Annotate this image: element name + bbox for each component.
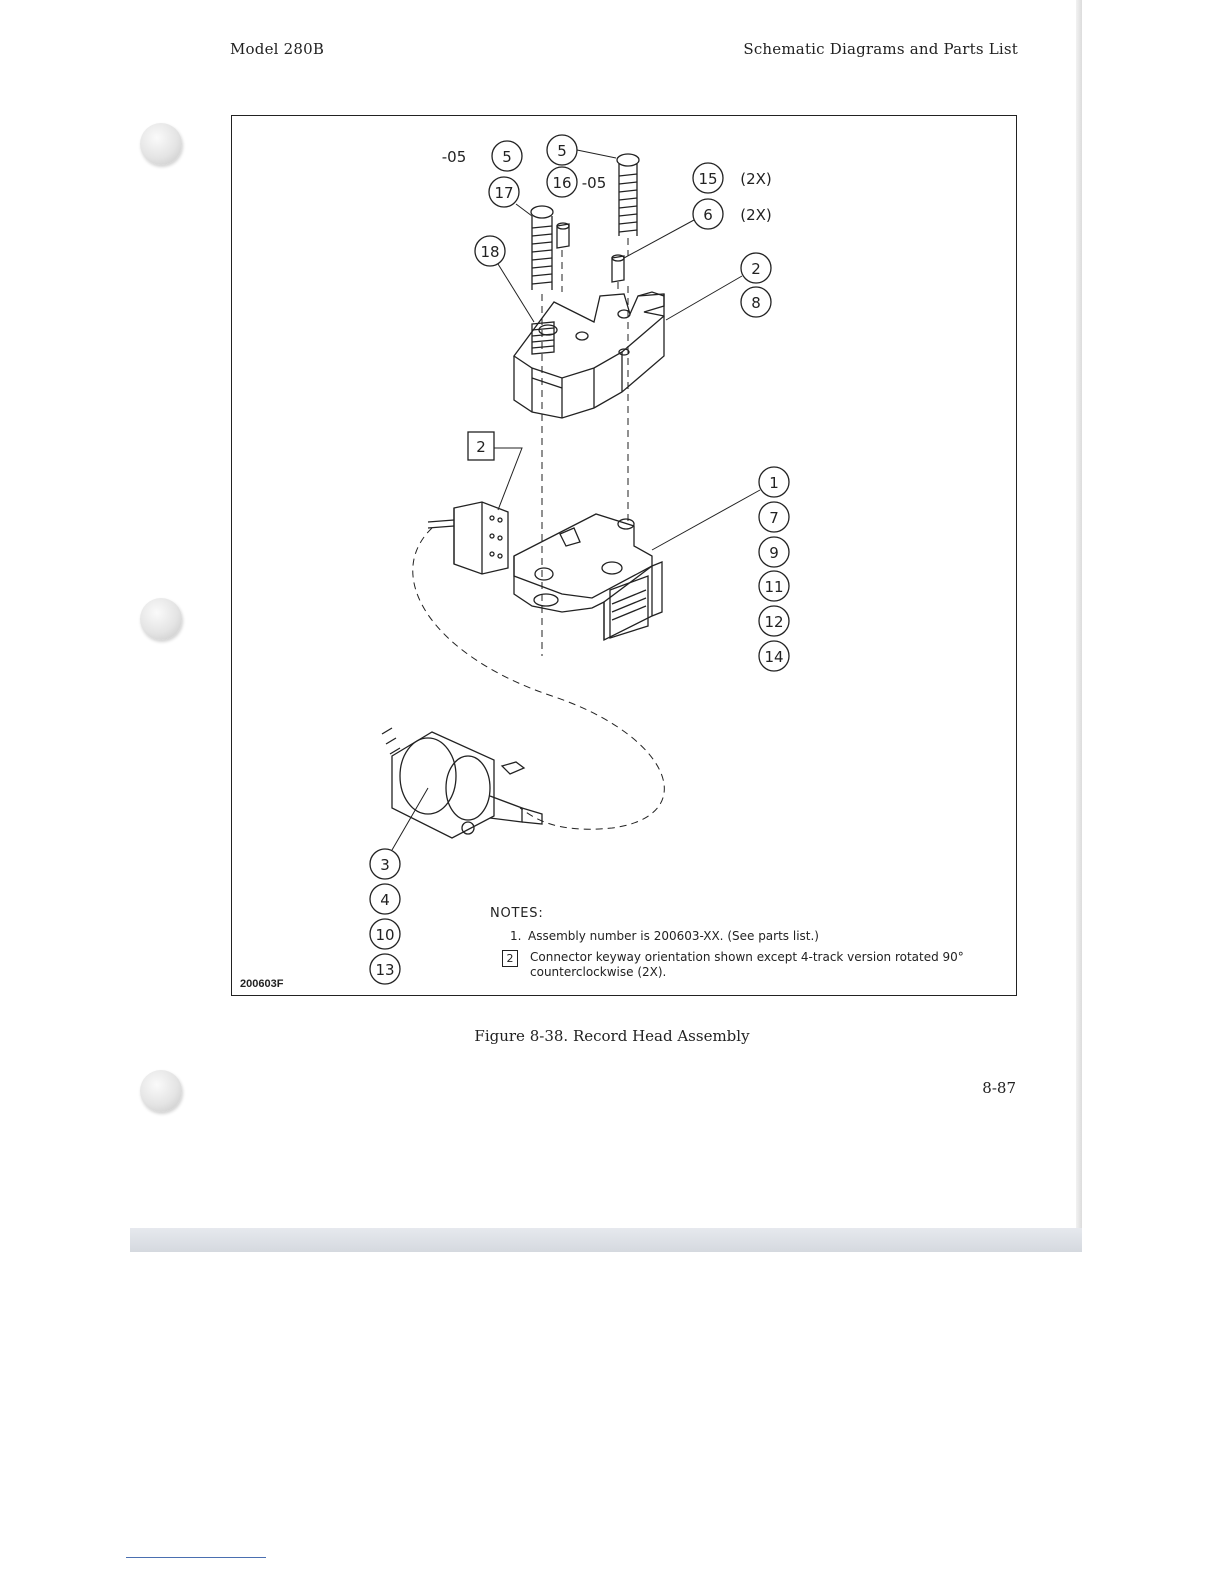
svg-text:15: 15: [698, 170, 717, 188]
svg-text:5: 5: [502, 148, 512, 166]
callout-10: 10: [369, 918, 401, 950]
svg-text:2: 2: [751, 260, 761, 278]
svg-text:7: 7: [769, 509, 779, 527]
page-number: 8-87: [982, 1079, 1016, 1097]
figure-notes: NOTES: 1. Assembly number is 200603-XX. …: [490, 906, 1010, 986]
callout-5-right: 5: [546, 134, 578, 166]
exploded-assembly-drawing: 5 -05 17 18 5 16 -05 15 (2X): [369, 134, 790, 985]
callout-14: 14: [758, 640, 790, 672]
note-1: 1. Assembly number is 200603-XX. (See pa…: [490, 929, 1010, 944]
svg-text:9: 9: [769, 544, 779, 562]
callout-18: 18: [474, 235, 506, 267]
insert-18: [531, 321, 555, 355]
header-model: Model 280B: [230, 40, 325, 58]
svg-text:16: 16: [552, 174, 571, 192]
svg-text:13: 13: [375, 961, 394, 979]
svg-text:14: 14: [764, 648, 783, 666]
cable-plug: [381, 727, 543, 839]
callout-1: 1: [758, 466, 790, 498]
callout-6: 6: [692, 198, 724, 230]
callout-8: 8: [740, 286, 772, 318]
label-15-qty: (2X): [740, 170, 772, 188]
screw-5: [616, 153, 640, 236]
callout-box-2: 2: [467, 431, 495, 461]
callout-11: 11: [758, 570, 790, 602]
head-mount-block: [513, 291, 665, 419]
binder-hole-bottom: [140, 1070, 182, 1112]
label-6-qty: (2X): [740, 206, 772, 224]
note-2-text: Connector keyway orientation shown excep…: [530, 950, 964, 979]
page-edge-shadow: [1076, 0, 1082, 1250]
note-2-box-marker: 2: [502, 950, 518, 967]
svg-text:1: 1: [769, 474, 779, 492]
svg-text:11: 11: [764, 578, 783, 596]
drawing-number: 200603F: [240, 978, 284, 990]
callout-9: 9: [758, 536, 790, 568]
label-05-right: -05: [582, 174, 607, 192]
callout-4: 4: [369, 883, 401, 915]
binder-hole-middle: [140, 598, 182, 640]
label-05-left: -05: [442, 148, 467, 166]
note-1-text: Assembly number is 200603-XX. (See parts…: [528, 929, 819, 943]
note-1-number: 1.: [510, 929, 522, 943]
footer-rule: [126, 1557, 266, 1558]
svg-text:4: 4: [380, 891, 390, 909]
header-section-title: Schematic Diagrams and Parts List: [743, 40, 1018, 58]
callout-13: 13: [369, 953, 401, 985]
svg-text:2: 2: [476, 438, 486, 456]
head-connector: [427, 501, 509, 575]
page-bottom-band: [130, 1228, 1082, 1252]
set-screw-left: [556, 222, 570, 249]
svg-text:18: 18: [480, 243, 499, 261]
note-2: 2 Connector keyway orientation shown exc…: [490, 950, 1010, 980]
set-screw-6: [611, 254, 625, 283]
callout-7: 7: [758, 501, 790, 533]
callout-15: 15: [692, 162, 724, 194]
svg-text:10: 10: [375, 926, 394, 944]
callout-3: 3: [369, 848, 401, 880]
svg-text:12: 12: [764, 613, 783, 631]
callout-17: 17: [488, 176, 520, 208]
svg-text:5: 5: [557, 142, 567, 160]
binder-hole-top: [140, 123, 182, 165]
screw-17: [530, 205, 554, 290]
callout-5-left: 5: [491, 140, 523, 172]
svg-text:8: 8: [751, 294, 761, 312]
svg-text:17: 17: [494, 184, 513, 202]
svg-text:6: 6: [703, 206, 713, 224]
notes-heading: NOTES:: [490, 906, 544, 921]
callout-12: 12: [758, 605, 790, 637]
figure-frame: 5 -05 17 18 5 16 -05 15 (2X): [231, 115, 1017, 996]
figure-caption: Figure 8-38. Record Head Assembly: [474, 1027, 750, 1045]
callout-16: 16: [546, 166, 578, 198]
svg-text:3: 3: [380, 856, 390, 874]
record-head: [513, 513, 663, 642]
callout-2: 2: [740, 252, 772, 284]
